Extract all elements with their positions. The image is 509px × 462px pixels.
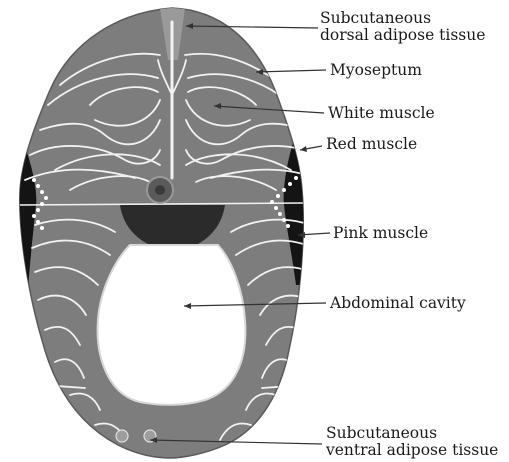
label-dorsal-adipose: Subcutaneous dorsal adipose tissue [320, 10, 485, 44]
label-ventral-adipose-line-2: ventral adipose tissue [326, 442, 498, 459]
label-white-muscle: White muscle [328, 105, 435, 122]
label-ventral-adipose: Subcutaneous ventral adipose tissue [326, 425, 498, 459]
label-dorsal-adipose-line-2: dorsal adipose tissue [320, 27, 485, 44]
label-red-muscle: Red muscle [326, 136, 417, 153]
label-ventral-adipose-line-1: Subcutaneous [326, 425, 498, 442]
label-dorsal-adipose-line-1: Subcutaneous [320, 10, 485, 27]
ventral-adipose-blob [116, 430, 128, 442]
label-myoseptum: Myoseptum [330, 62, 422, 79]
label-pink-muscle: Pink muscle [333, 225, 428, 242]
label-abdominal-cavity: Abdominal cavity [330, 295, 466, 312]
abdominal-cavity [98, 245, 246, 405]
